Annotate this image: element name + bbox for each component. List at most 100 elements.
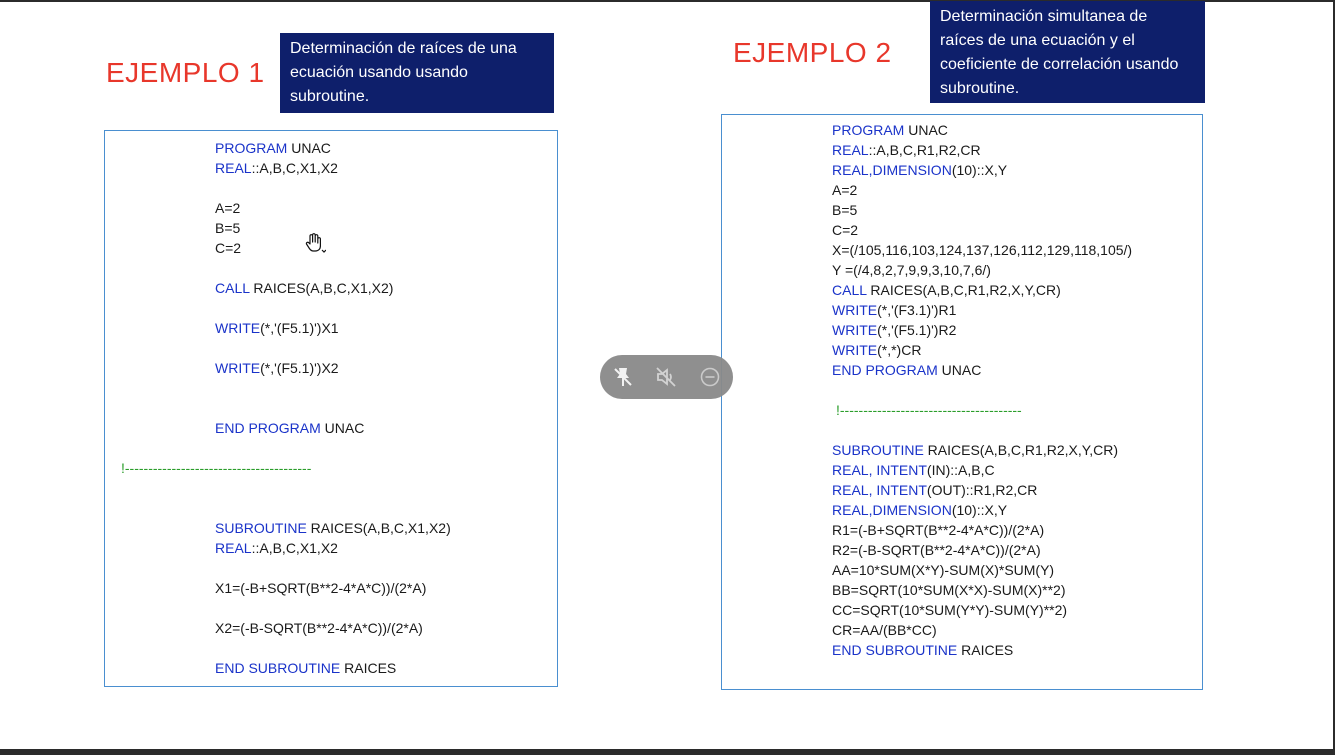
code-keyword: SUBROUTINE bbox=[832, 442, 924, 458]
code-text: C=2 bbox=[215, 240, 242, 256]
example-2-code-line: END PROGRAM UNAC bbox=[832, 361, 981, 379]
example-1-code-line: WRITE(*,'(F5.1)')X2 bbox=[215, 359, 339, 377]
code-text: R1=(-B+SQRT(B**2-4*A*C))/(2*A) bbox=[832, 522, 1045, 538]
code-text: RAICES(A,B,C,X1,X2) bbox=[306, 520, 451, 536]
code-keyword: PROGRAM bbox=[832, 122, 905, 138]
code-keyword: REAL bbox=[215, 540, 252, 556]
hand-cursor-icon bbox=[305, 233, 326, 253]
example-2-title: Determinación simultanea de raíces de un… bbox=[930, 1, 1205, 103]
code-text: RAICES(A,B,C,R1,R2,X,Y,CR) bbox=[923, 442, 1119, 458]
example-1-heading: EJEMPLO 1 bbox=[106, 57, 265, 88]
example-2-code-line: SUBROUTINE RAICES(A,B,C,R1,R2,X,Y,CR) bbox=[832, 441, 1118, 459]
code-text: UNAC bbox=[904, 122, 948, 138]
example-2-code-line: REAL::A,B,C,R1,R2,CR bbox=[832, 141, 981, 159]
code-text: UNAC bbox=[937, 362, 982, 378]
window-top-border bbox=[0, 0, 1335, 2]
example-1-code-line: PROGRAM UNAC bbox=[215, 139, 331, 157]
code-text: (*,'(F3.1)')R1 bbox=[877, 302, 957, 318]
code-keyword: WRITE bbox=[215, 360, 261, 376]
example-1-code-line: SUBROUTINE RAICES(A,B,C,X1,X2) bbox=[215, 519, 451, 537]
code-keyword: REAL,DIMENSION bbox=[832, 162, 952, 178]
code-keyword: REAL, INTENT bbox=[832, 482, 927, 498]
code-text: A=2 bbox=[832, 182, 858, 198]
code-text: (*,'(F5.1)')R2 bbox=[877, 322, 957, 338]
example-2-code-line: R1=(-B+SQRT(B**2-4*A*C))/(2*A) bbox=[832, 521, 1044, 539]
code-text: RAICES bbox=[340, 660, 397, 676]
example-1-code-line: END SUBROUTINE RAICES bbox=[215, 659, 396, 677]
example-2-code-line: REAL,DIMENSION(10)::X,Y bbox=[832, 501, 1007, 519]
code-text: (10)::X,Y bbox=[951, 162, 1008, 178]
code-text: RAICES bbox=[957, 642, 1014, 658]
code-keyword: END SUBROUTINE bbox=[832, 642, 958, 658]
code-keyword: REAL, INTENT bbox=[832, 462, 927, 478]
code-text: B=5 bbox=[215, 220, 241, 236]
code-text: AA=10*SUM(X*Y)-SUM(X)*SUM(Y) bbox=[832, 562, 1055, 578]
code-text: (*,'(F5.1)')X2 bbox=[260, 360, 339, 376]
example-1-title: Determinación de raíces de una ecuación … bbox=[280, 33, 554, 113]
code-keyword: CALL bbox=[832, 282, 867, 298]
example-1-code-line: X1=(-B+SQRT(B**2-4*A*C))/(2*A) bbox=[215, 579, 426, 597]
example-2-code-line: B=5 bbox=[832, 201, 857, 219]
mute-icon[interactable] bbox=[654, 365, 678, 389]
example-2-code-line: CALL RAICES(A,B,C,R1,R2,X,Y,CR) bbox=[832, 281, 1061, 299]
example-2-code-line: REAL,DIMENSION(10)::X,Y bbox=[832, 161, 1007, 179]
code-keyword: REAL,DIMENSION bbox=[832, 502, 952, 518]
code-keyword: WRITE bbox=[832, 302, 878, 318]
code-keyword: REAL bbox=[215, 160, 252, 176]
code-text: C=2 bbox=[832, 222, 859, 238]
example-2-code-line: WRITE(*,'(F5.1)')R2 bbox=[832, 321, 956, 339]
code-text: (*,*)CR bbox=[877, 342, 922, 358]
example-1-code-line: A=2 bbox=[215, 199, 240, 217]
example-2-code-line: X=(/105,116,103,124,137,126,112,129,118,… bbox=[832, 241, 1132, 259]
code-text: RAICES(A,B,C,X1,X2) bbox=[249, 280, 394, 296]
example-2-code-line: END SUBROUTINE RAICES bbox=[832, 641, 1013, 659]
unpin-icon[interactable] bbox=[611, 365, 635, 389]
example-1-code-line: B=5 bbox=[215, 219, 240, 237]
code-keyword: WRITE bbox=[832, 342, 878, 358]
example-2-code-line: CC=SQRT(10*SUM(Y*Y)-SUM(Y)**2) bbox=[832, 601, 1067, 619]
code-keyword: SUBROUTINE bbox=[215, 520, 307, 536]
code-text: UNAC bbox=[320, 420, 365, 436]
code-keyword: WRITE bbox=[832, 322, 878, 338]
example-2-code-line: WRITE(*,*)CR bbox=[832, 341, 921, 359]
example-2-code-line: Y =(/4,8,2,7,9,9,3,10,7,6/) bbox=[832, 261, 991, 279]
example-1-code-line: WRITE(*,'(F5.1)')X1 bbox=[215, 319, 339, 337]
code-text: UNAC bbox=[287, 140, 331, 156]
code-text: R2=(-B-SQRT(B**2-4*A*C))/(2*A) bbox=[832, 542, 1041, 558]
code-text: (10)::X,Y bbox=[951, 502, 1008, 518]
example-2-comment-separator: !--------------------------------------- bbox=[836, 402, 1022, 418]
minimize-icon[interactable] bbox=[698, 365, 722, 389]
example-2-heading: EJEMPLO 2 bbox=[733, 37, 892, 68]
example-1-code-line: C=2 bbox=[215, 239, 241, 257]
code-text: BB=SQRT(10*SUM(X*X)-SUM(X)**2) bbox=[832, 582, 1066, 598]
code-keyword: END PROGRAM bbox=[832, 362, 938, 378]
example-2-code-line: BB=SQRT(10*SUM(X*X)-SUM(X)**2) bbox=[832, 581, 1066, 599]
example-1-code-line: CALL RAICES(A,B,C,X1,X2) bbox=[215, 279, 393, 297]
code-text: A=2 bbox=[215, 200, 241, 216]
floating-controls bbox=[600, 355, 733, 399]
example-2-code-line: C=2 bbox=[832, 221, 858, 239]
code-text: ::A,B,C,R1,R2,CR bbox=[868, 142, 981, 158]
window-bottom-border bbox=[0, 749, 1335, 755]
example-1-code-line: REAL::A,B,C,X1,X2 bbox=[215, 539, 338, 557]
example-2-code-line: A=2 bbox=[832, 181, 857, 199]
code-text: X1=(-B+SQRT(B**2-4*A*C))/(2*A) bbox=[215, 580, 427, 596]
code-text: CC=SQRT(10*SUM(Y*Y)-SUM(Y)**2) bbox=[832, 602, 1068, 618]
code-text: CR=AA/(BB*CC) bbox=[832, 622, 937, 638]
example-1-code-line: X2=(-B-SQRT(B**2-4*A*C))/(2*A) bbox=[215, 619, 423, 637]
example-2-code-line: R2=(-B-SQRT(B**2-4*A*C))/(2*A) bbox=[832, 541, 1041, 559]
code-keyword: CALL bbox=[215, 280, 250, 296]
example-2-code-line: REAL, INTENT(OUT)::R1,R2,CR bbox=[832, 481, 1037, 499]
code-text: (*,'(F5.1)')X1 bbox=[260, 320, 339, 336]
code-keyword: END PROGRAM bbox=[215, 420, 321, 436]
code-keyword: REAL bbox=[832, 142, 869, 158]
code-text: ::A,B,C,X1,X2 bbox=[251, 540, 338, 556]
code-keyword: PROGRAM bbox=[215, 140, 288, 156]
example-2-code-line: CR=AA/(BB*CC) bbox=[832, 621, 937, 639]
example-2-code-line: AA=10*SUM(X*Y)-SUM(X)*SUM(Y) bbox=[832, 561, 1054, 579]
example-2-code-line: PROGRAM UNAC bbox=[832, 121, 948, 139]
code-text: Y =(/4,8,2,7,9,9,3,10,7,6/) bbox=[832, 262, 991, 278]
code-text: (IN)::A,B,C bbox=[926, 462, 995, 478]
